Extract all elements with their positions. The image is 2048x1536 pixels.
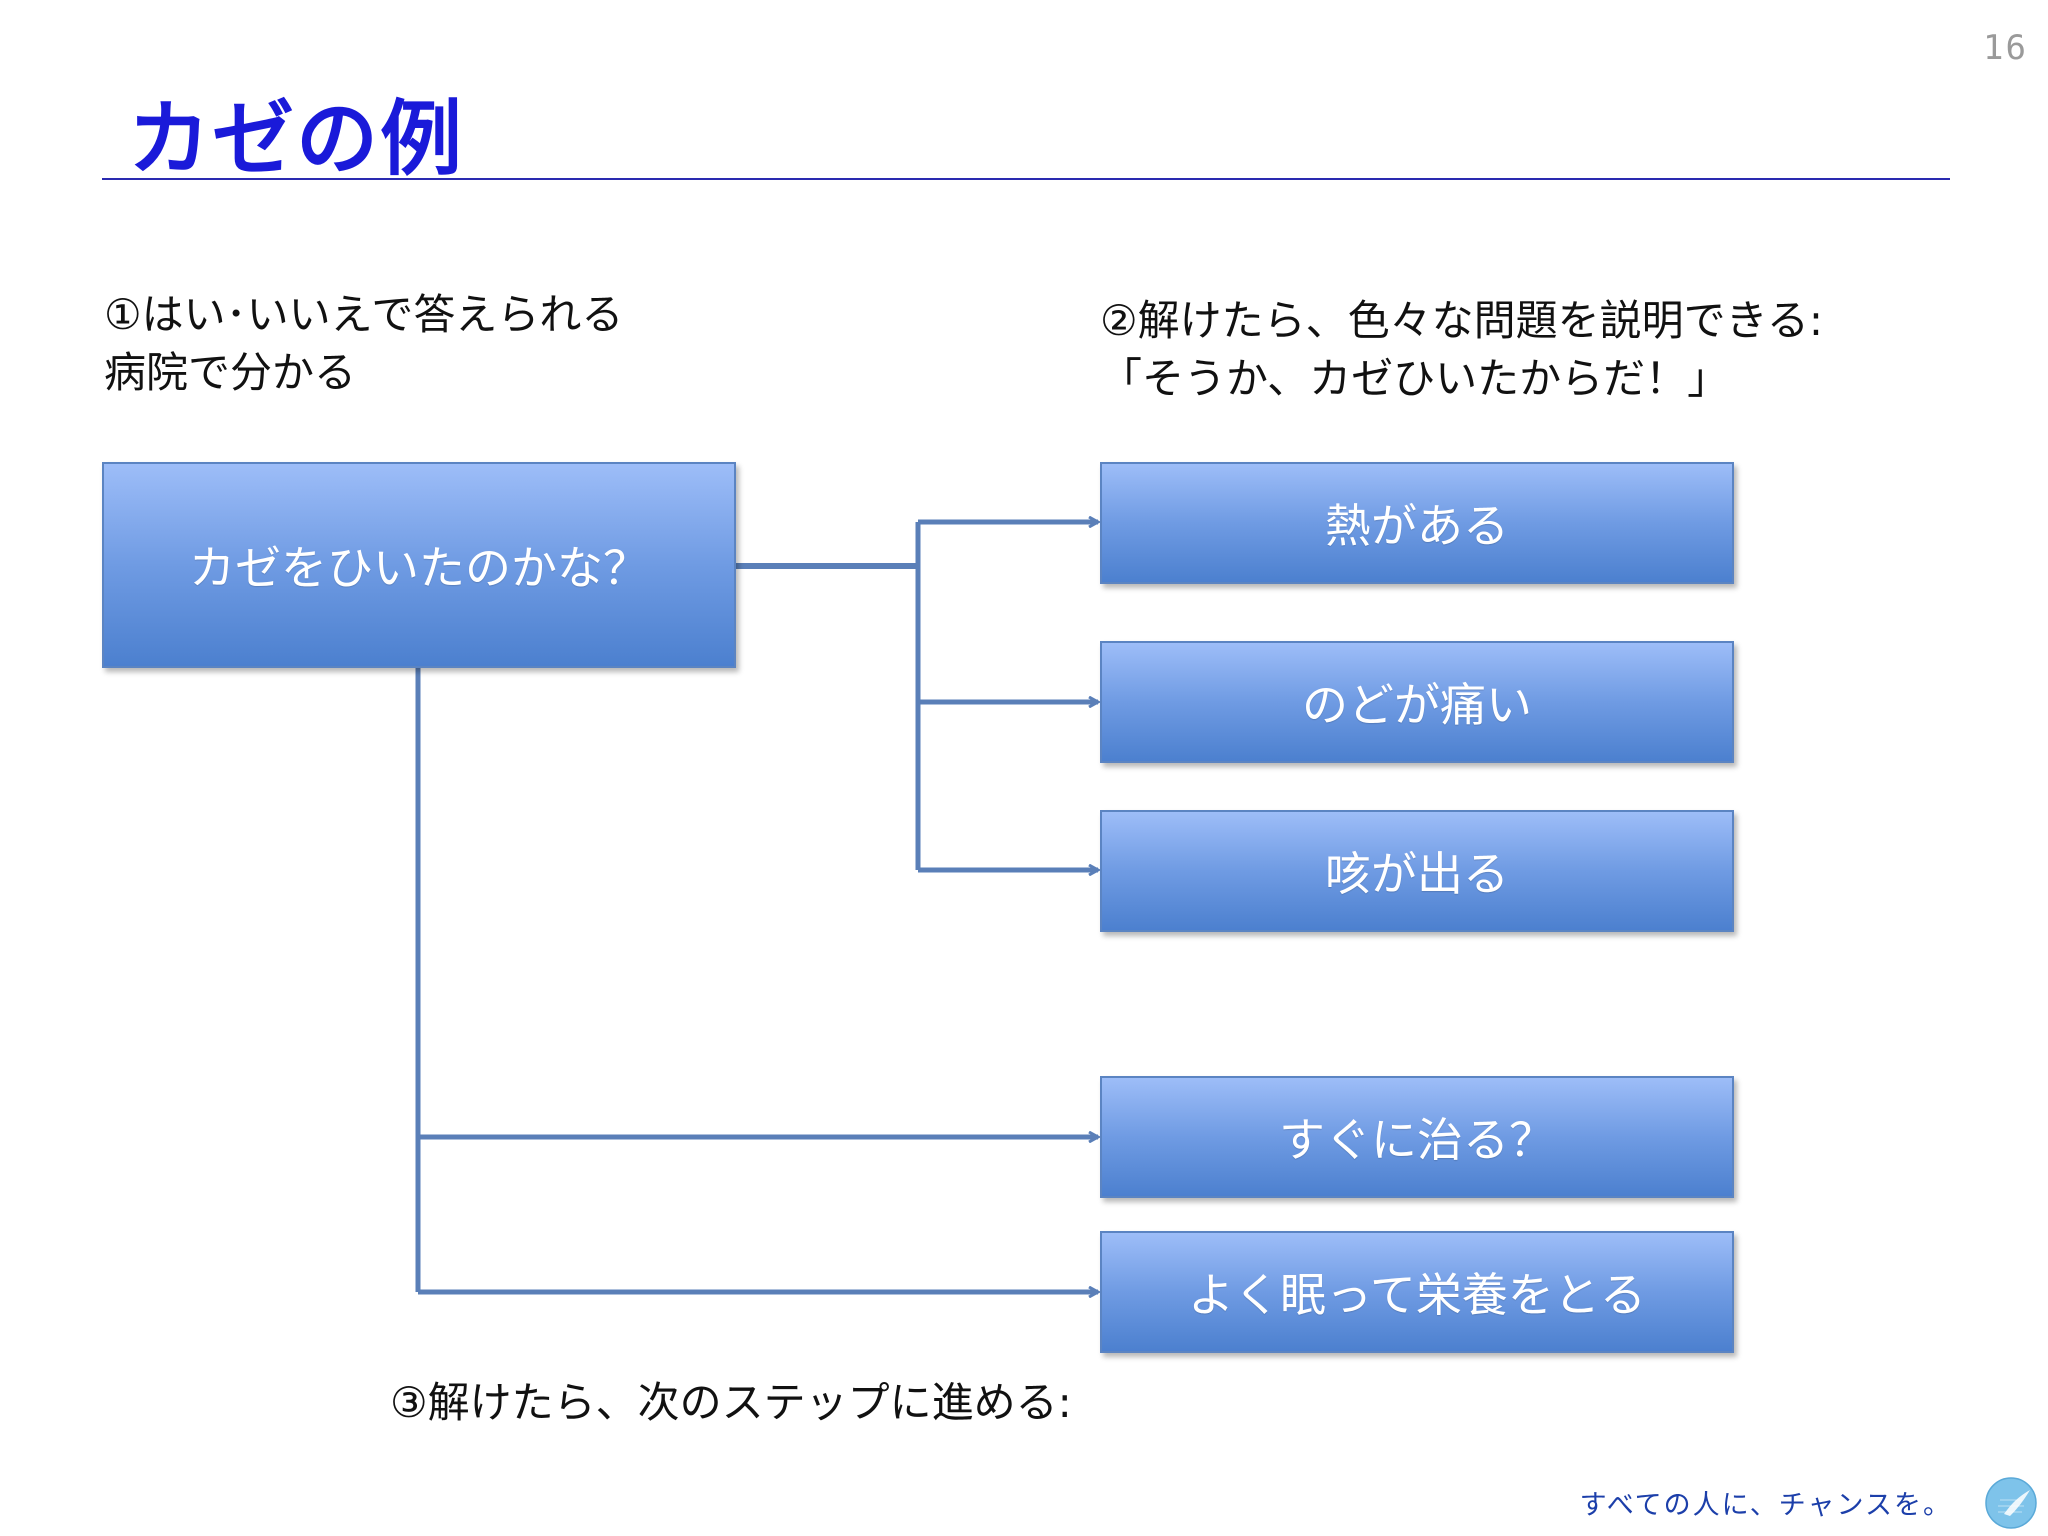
note-three: ③解けたら、次のステップに進める: xyxy=(390,1374,1072,1432)
note-one-line2: 病院で分かる xyxy=(104,348,357,397)
next-step-box-recover: すぐに治る？ xyxy=(1100,1076,1734,1198)
note-three-line1: ③解けたら、次のステップに進める: xyxy=(390,1378,1072,1427)
next-step-box-rest: よく眠って栄養をとる xyxy=(1100,1231,1734,1353)
question-box: カゼをひいたのかな？ xyxy=(102,462,736,668)
note-one: ①はい･いいえで答えられる 病院で分かる xyxy=(104,286,623,402)
footer-tagline: すべての人に、チャンスを。 xyxy=(1579,1490,1952,1521)
title-divider xyxy=(102,178,1950,180)
symptom-box-sore-throat: のどが痛い xyxy=(1100,641,1734,763)
symptom-box-cough: 咳が出る xyxy=(1100,810,1734,932)
page-number: 16 xyxy=(1983,28,2028,68)
slide-title: カゼの例 xyxy=(128,92,465,187)
dove-globe-logo-icon xyxy=(1985,1477,2037,1529)
note-two-line2: 「そうか、カゼひいたからだ！」 xyxy=(1100,354,1730,403)
note-one-line1: ①はい･いいえで答えられる xyxy=(104,290,624,339)
note-two: ②解けたら、色々な問題を説明できる: 「そうか、カゼひいたからだ！」 xyxy=(1100,292,1823,408)
symptom-box-fever: 熱がある xyxy=(1100,462,1734,584)
note-two-line1: ②解けたら、色々な問題を説明できる: xyxy=(1100,296,1823,345)
